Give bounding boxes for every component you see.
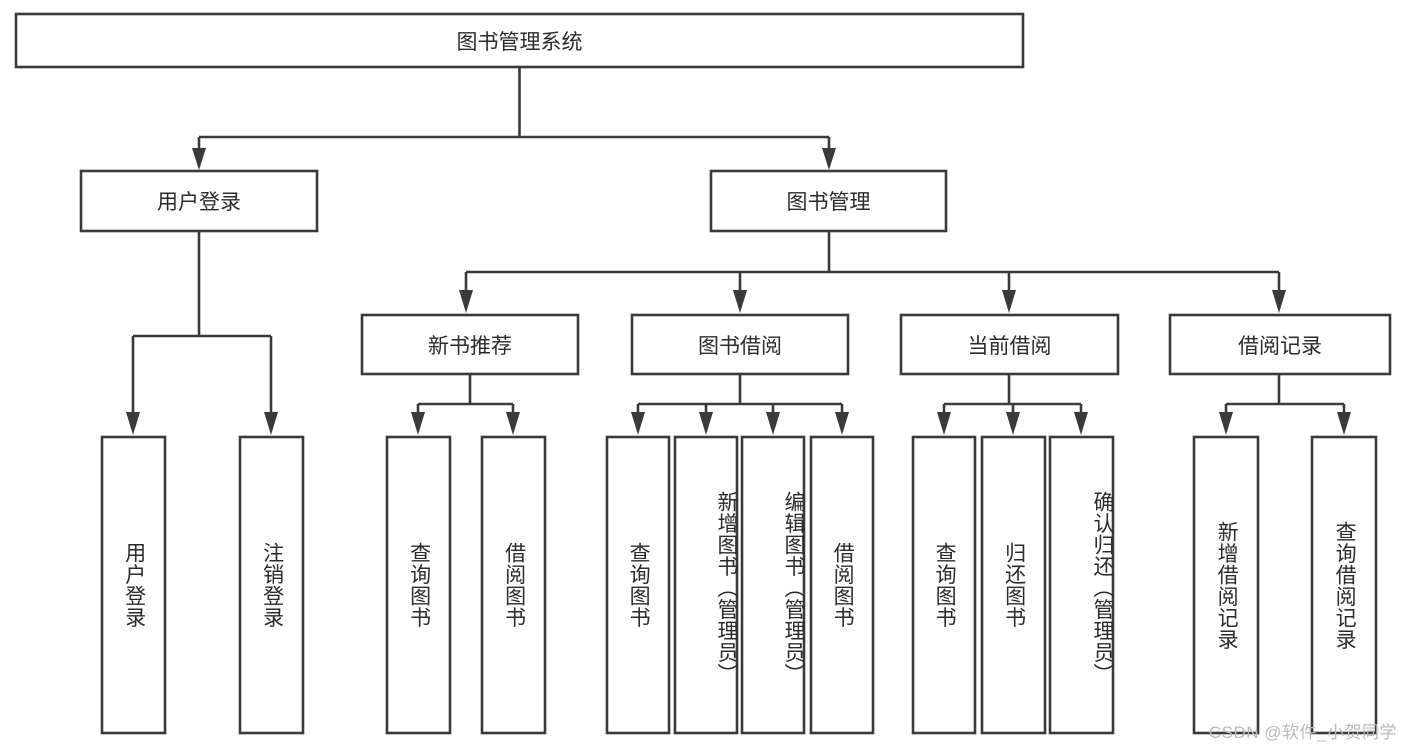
connector-group-root (192, 67, 836, 170)
arrow-head-user-login (192, 148, 206, 170)
arrow-head-leaf-borrow-book-2 (835, 412, 849, 435)
arrow-head-leaf-query-book-2 (631, 412, 645, 435)
leaf-box-return-book[interactable] (980, 435, 1047, 735)
connector-group-book-mgmt (459, 231, 1286, 313)
arrow-head-book-mgmt (822, 148, 836, 170)
leaf-box-add-borrow-record[interactable] (1192, 435, 1260, 735)
arrow-head-leaf-logout (264, 412, 278, 435)
node-box-root[interactable] (14, 12, 1025, 69)
arrow-head-leaf-add-record (1219, 412, 1233, 435)
arrow-head-borrow (733, 290, 747, 313)
node-box-current-borrow[interactable] (899, 313, 1120, 376)
node-box-book-management[interactable] (709, 169, 948, 233)
leaf-box-query-borrow-record[interactable] (1310, 435, 1378, 735)
arrow-head-borrow-record (1272, 290, 1286, 313)
arrow-head-leaf-query-record (1337, 412, 1351, 435)
connector-group-borrow (631, 374, 849, 435)
arrow-head-current-borrow (1002, 290, 1016, 313)
arrow-head-leaf-return-book (1006, 412, 1020, 435)
arrow-head-leaf-confirm-return (1074, 412, 1088, 435)
leaf-box-borrow-book-1[interactable] (480, 435, 547, 735)
arrow-head-leaf-query-book-3 (937, 412, 951, 435)
arrow-head-leaf-edit-book (766, 412, 780, 435)
connector-group-newbook (411, 374, 520, 435)
leaf-box-query-book-2[interactable] (605, 435, 671, 735)
leaf-box-query-book-3[interactable] (911, 435, 977, 735)
node-box-book-borrow[interactable] (630, 313, 850, 376)
connector-group-current-borrow (937, 374, 1088, 435)
leaf-box-user-login[interactable] (100, 435, 167, 735)
arrow-head-leaf-add-book (699, 412, 713, 435)
leaf-box-logout[interactable] (238, 435, 305, 735)
connector-group-user-login (126, 231, 278, 435)
leaf-box-borrow-book-2[interactable] (809, 435, 875, 735)
node-box-borrow-record[interactable] (1168, 313, 1392, 376)
arrow-head-leaf-user-login (126, 412, 140, 435)
arrow-head-leaf-query-book-1 (411, 412, 425, 435)
leaf-box-add-book[interactable] (673, 435, 739, 735)
leaf-box-query-book-1[interactable] (385, 435, 452, 735)
connector-group-borrow-record (1219, 374, 1351, 435)
leaf-box-confirm-return[interactable] (1048, 435, 1115, 735)
arrow-head-newbook (459, 290, 473, 313)
node-box-new-book-recommend[interactable] (360, 313, 580, 376)
node-box-user-login[interactable] (79, 169, 319, 233)
leaf-box-edit-book[interactable] (740, 435, 806, 735)
arrow-head-leaf-borrow-book-1 (506, 412, 520, 435)
